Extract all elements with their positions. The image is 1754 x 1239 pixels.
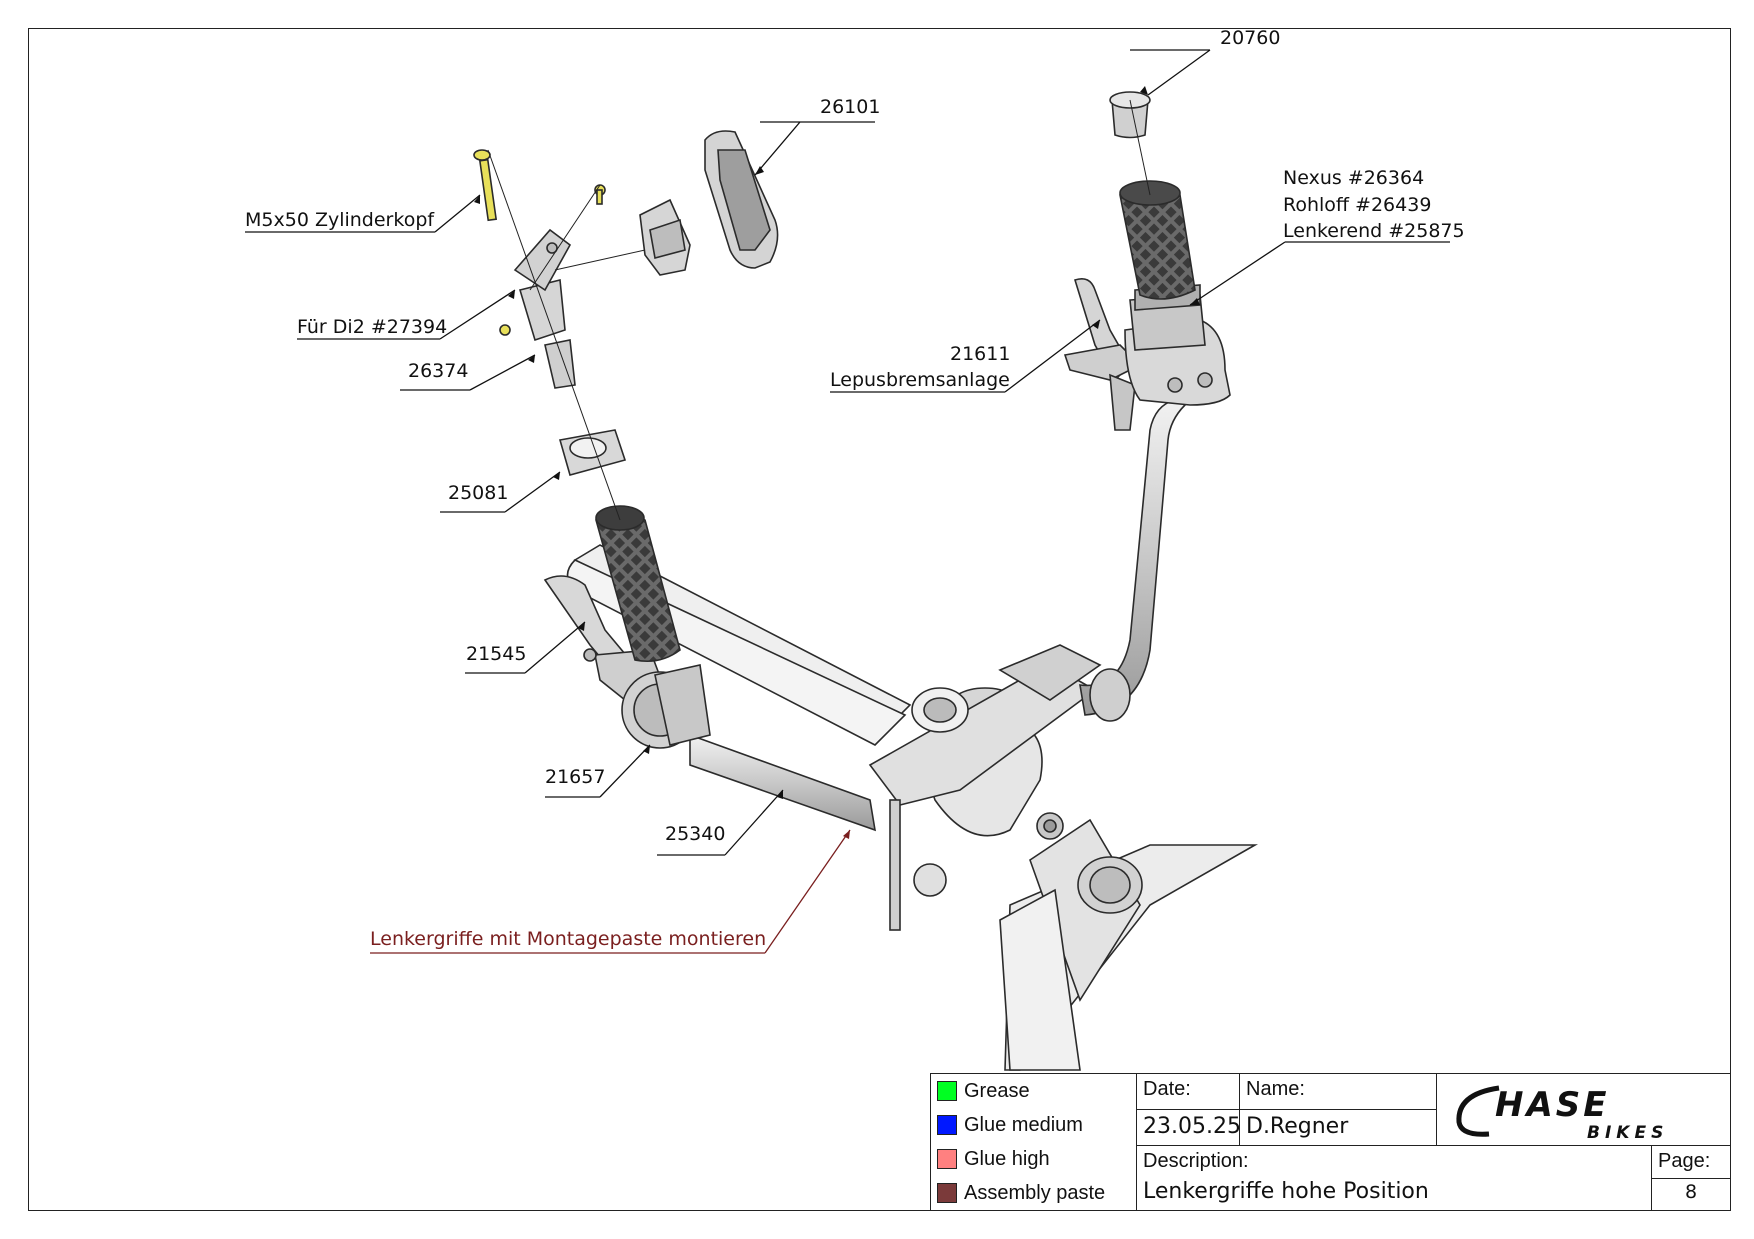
- callout-nexus: Nexus #26364: [1283, 167, 1424, 189]
- di2-mount-27394: [513, 228, 572, 292]
- sheet-border: [28, 28, 1731, 1211]
- glue-high-swatch: [937, 1149, 957, 1169]
- computer-mount: [639, 198, 691, 276]
- left-shifter-21657: [621, 664, 711, 749]
- callout-26374: 26374: [408, 360, 468, 382]
- date-value: 23.05.25: [1137, 1110, 1241, 1146]
- legend-label: Glue medium: [964, 1113, 1083, 1136]
- callout-di2: Für Di2 #27394: [297, 316, 447, 338]
- logo-main-text: HASE: [1495, 1085, 1609, 1125]
- callout-21545: 21545: [466, 643, 526, 665]
- callout-leaders: [245, 49, 1450, 954]
- handlebar-25340: [689, 399, 1187, 832]
- callout-lenkerend: Lenkerend #25875: [1283, 220, 1465, 242]
- legend-label: Grease: [964, 1079, 1030, 1102]
- name-value: D.Regner: [1240, 1110, 1437, 1146]
- callout-21611: 21611: [950, 343, 1010, 365]
- adapter-26374: [518, 278, 576, 389]
- assembly-note: Lenkergriffe mit Montagepaste montieren: [370, 928, 766, 950]
- callout-20760: 20760: [1220, 27, 1280, 49]
- callout-25340: 25340: [665, 823, 725, 845]
- callout-lepus: Lepusbremsanlage: [830, 369, 1010, 391]
- logo-sub-text: BIKES: [1587, 1123, 1668, 1143]
- left-grip: [595, 505, 681, 663]
- callout-26101: 26101: [820, 96, 880, 118]
- legend-grease: Grease: [937, 1076, 1030, 1106]
- callout-m5x50: M5x50 Zylinderkopf: [245, 209, 435, 231]
- callout-rohloff: Rohloff #26439: [1283, 194, 1431, 216]
- display-26101: [704, 130, 779, 269]
- legend-glue-high: Glue high: [937, 1144, 1050, 1174]
- description-value: Lenkergriffe hohe Position: [1137, 1179, 1652, 1210]
- legend-label: Assembly paste: [964, 1181, 1106, 1204]
- description-label: Description:: [1137, 1146, 1652, 1179]
- logo-graphic: HASE BIKES: [1456, 1085, 1668, 1143]
- end-cap-20760: [1109, 91, 1151, 139]
- callout-25081: 25081: [448, 482, 508, 504]
- bolt-m5x50: [473, 149, 606, 336]
- glue-medium-swatch: [937, 1115, 957, 1135]
- grease-swatch: [937, 1081, 957, 1101]
- legend-assembly-paste: Assembly paste: [937, 1178, 1105, 1208]
- legend-label: Glue high: [964, 1147, 1050, 1170]
- title-block: Grease Glue medium Glue high Assembly pa…: [930, 1073, 1731, 1211]
- assembly-paste-swatch: [937, 1183, 957, 1203]
- callout-21657: 21657: [545, 766, 605, 788]
- date-label: Date:: [1137, 1074, 1240, 1110]
- clamp-25081: [558, 429, 627, 476]
- hase-bikes-logo: HASE BIKES: [1437, 1074, 1730, 1146]
- assembly-axes: [487, 99, 1151, 521]
- page-label: Page:: [1652, 1146, 1730, 1179]
- legend: Grease Glue medium Glue high Assembly pa…: [931, 1074, 1137, 1210]
- right-grip-nexus: [1119, 180, 1206, 351]
- legend-glue-medium: Glue medium: [937, 1110, 1083, 1140]
- page-number: 8: [1684, 1181, 1698, 1203]
- name-label: Name:: [1240, 1074, 1437, 1110]
